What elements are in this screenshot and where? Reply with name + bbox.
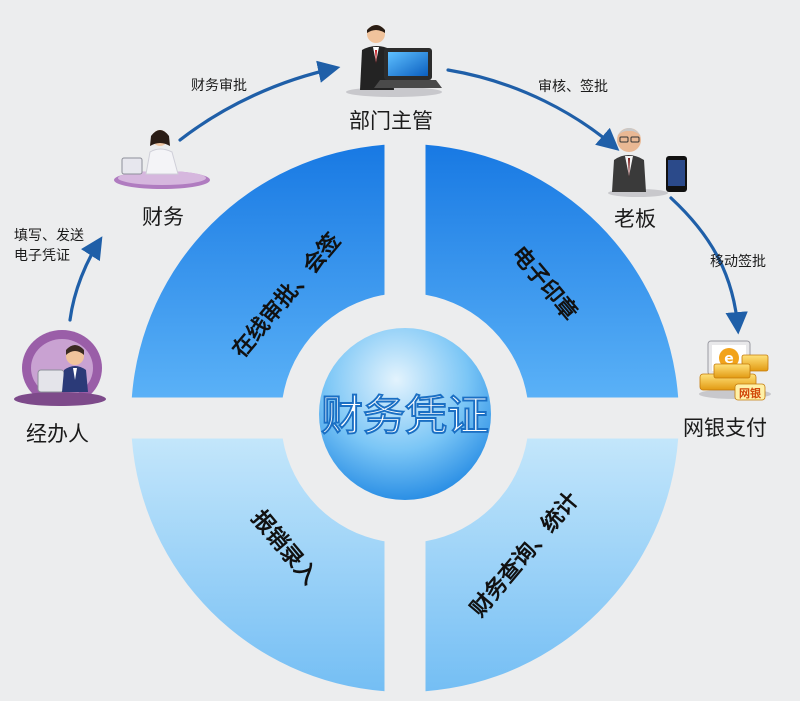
flow-label-fill-send: 填写、发送 电子凭证 (14, 226, 84, 266)
arrow-boss-to-bank (669, 196, 748, 335)
center-circle (319, 328, 491, 500)
bank-badge-label: 网银 (739, 386, 762, 400)
boss-with-phone-icon (608, 128, 687, 197)
flow-label-fill-send-line1: 填写、发送 (14, 228, 84, 244)
flow-label-finance-approve: 财务审批 (191, 78, 247, 94)
flow-arrows (68, 60, 748, 335)
arrow-finance-to-manager (178, 60, 341, 142)
quadrant-bottom-right (425, 438, 679, 692)
svg-text:e: e (724, 351, 734, 367)
quadrant-bottom-left (131, 438, 385, 692)
arrow-handler-to-finance (68, 236, 103, 322)
role-label-finance: 财务 (142, 205, 184, 229)
flow-label-mobile-sign: 移动签批 (710, 254, 766, 270)
role-label-dept-manager: 部门主管 (349, 109, 433, 133)
role-label-online-bank: 网银支付 (683, 416, 767, 440)
quadrant-top-left (131, 144, 385, 398)
role-label-handler: 经办人 (26, 422, 89, 446)
woman-at-desk-icon (114, 130, 210, 189)
manager-with-laptop-icon (346, 25, 442, 97)
flow-label-review-sign: 审核、签批 (538, 79, 608, 95)
quadrant-top-right (425, 144, 679, 398)
role-label-boss: 老板 (614, 207, 656, 231)
flow-label-fill-send-line2: 电子凭证 (14, 248, 70, 264)
center-label: 财务凭证 (321, 391, 489, 440)
online-banking-icon: e 网银 (699, 340, 771, 401)
person-at-desk-icon (14, 330, 106, 406)
arrow-manager-to-boss (446, 68, 620, 151)
